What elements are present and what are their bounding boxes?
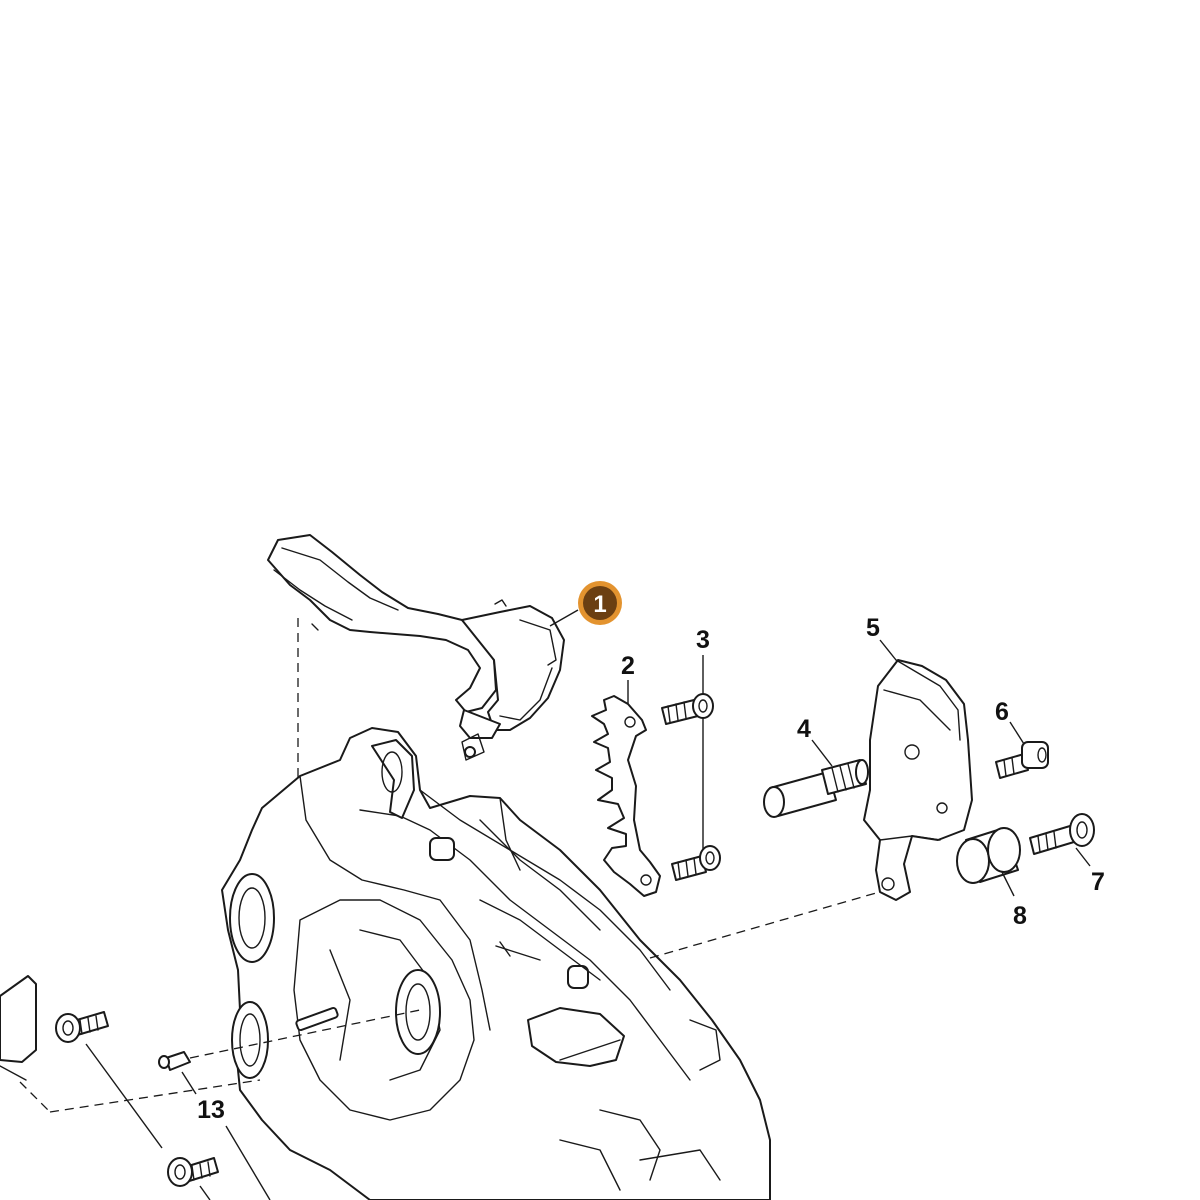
part-2-bumper-spike[interactable] (591, 695, 661, 897)
callout-5-label: 5 (866, 614, 880, 642)
callout-2-label: 2 (621, 652, 635, 680)
callout-4-label: 4 (797, 715, 811, 743)
part-5-guide-plate[interactable] (863, 659, 973, 901)
callout-1-badge[interactable]: 1 (578, 581, 622, 625)
main-housing (221, 727, 771, 1200)
callout-6-label: 6 (995, 698, 1009, 726)
callout-8-label: 8 (1013, 902, 1027, 930)
callout-7-label: 7 (1091, 868, 1105, 896)
part-3-screws[interactable] (661, 693, 721, 881)
callout-13-label: 13 (197, 1096, 225, 1124)
part-1-cover[interactable] (267, 534, 565, 761)
callout-leaders (549, 609, 1091, 897)
part-13-left-parts[interactable] (0, 975, 219, 1187)
part-7-collar-screw[interactable] (1029, 813, 1095, 855)
part-8-spacer[interactable] (956, 827, 1021, 884)
part-6-screw[interactable] (995, 741, 1049, 779)
callout-1-label: 1 (593, 591, 606, 618)
assembly-lines (19, 892, 877, 1200)
callout-3-label: 3 (696, 626, 710, 654)
part-4-stud[interactable] (763, 759, 869, 818)
